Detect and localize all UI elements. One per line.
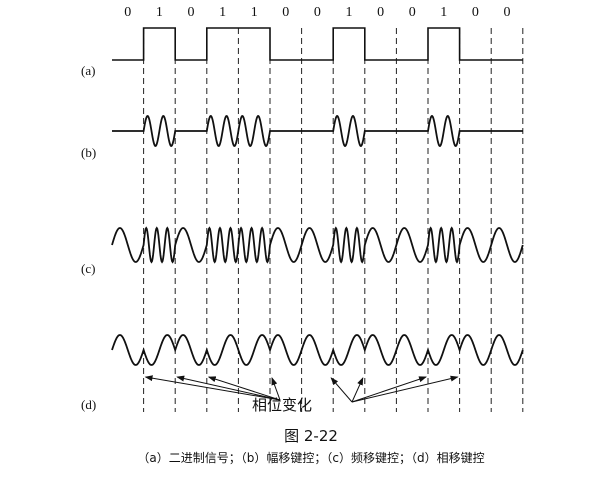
row-label-a: (a) xyxy=(81,63,96,78)
bit-label: 1 xyxy=(219,5,227,20)
binary-signal-waveform xyxy=(112,27,523,61)
ask-waveform xyxy=(112,115,523,147)
bit-label: 0 xyxy=(124,5,132,20)
phase-change-arrow xyxy=(144,375,281,401)
phase-change-arrow xyxy=(330,377,353,403)
bit-label: 1 xyxy=(345,5,353,20)
figure-number: 图 2-22 xyxy=(284,427,338,445)
row-label-d: (d) xyxy=(81,397,97,412)
phase-change-arrow xyxy=(176,375,281,401)
fsk-waveform xyxy=(111,226,524,264)
bit-label: 0 xyxy=(408,5,416,20)
bit-label: 0 xyxy=(471,5,479,20)
bit-label: 1 xyxy=(250,5,258,20)
figure-caption: （a）二进制信号；（b）幅移键控；（c）频移键控；（d）相移键控 xyxy=(137,451,485,465)
phase-change-arrow xyxy=(271,377,281,401)
phase-change-arrow xyxy=(351,375,459,403)
phase-change-arrow xyxy=(351,376,427,403)
bit-label: 0 xyxy=(282,5,290,20)
phase-change-annotation: 相位变化 xyxy=(252,396,313,414)
bit-label: 1 xyxy=(440,5,448,20)
bit-label: 1 xyxy=(155,5,163,20)
row-label-b: (b) xyxy=(81,145,97,160)
bit-label: 0 xyxy=(187,5,195,20)
phase-change-arrow xyxy=(207,376,281,401)
bit-label: 0 xyxy=(377,5,385,20)
row-label-c: (c) xyxy=(81,261,96,276)
psk-waveform xyxy=(111,334,524,366)
phase-change-arrow xyxy=(351,377,364,403)
bit-label: 0 xyxy=(503,5,511,20)
bit-label: 0 xyxy=(313,5,321,20)
